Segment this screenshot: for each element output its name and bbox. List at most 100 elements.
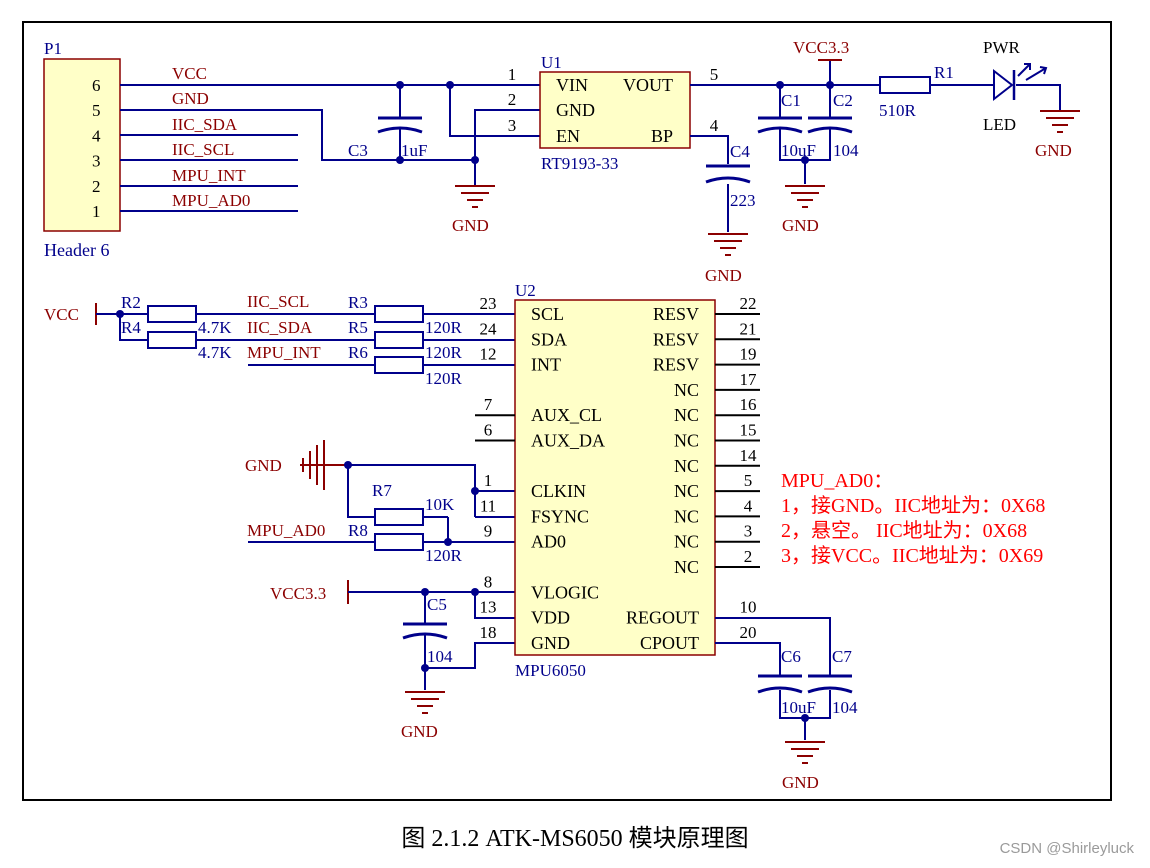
u2-pin-number: 9	[484, 522, 493, 541]
u2-pin-number: 6	[484, 421, 493, 440]
u2-pin-number: 23	[480, 294, 497, 313]
pullup-junction	[116, 310, 124, 318]
c1c2-gnd-symbol: GND	[782, 185, 825, 235]
led-pwr: PWR LED	[983, 38, 1048, 134]
c6c7-gnd-label: GND	[782, 773, 819, 792]
r7-ref: R7	[372, 481, 392, 500]
u2-value: MPU6050	[515, 661, 586, 680]
c1-value: 10uF	[781, 141, 816, 160]
r8-ref: R8	[348, 521, 368, 540]
u2-pin-number: 7	[484, 395, 493, 414]
u2-pin-name: CLKIN	[531, 481, 586, 501]
gnd-left-label: GND	[245, 456, 282, 475]
u2-pin-number: 3	[744, 522, 753, 541]
u2-pin-number: 17	[740, 370, 758, 389]
power-wires	[348, 591, 515, 690]
u1-gnd-symbol: GND	[452, 185, 495, 235]
r6-resistor: R6 120R	[348, 343, 463, 388]
u2-pin-number: 1	[484, 471, 493, 490]
p1-pin-number: 2	[92, 177, 101, 196]
u2-pin-name: VLOGIC	[531, 582, 599, 602]
u2-pin-number: 16	[740, 395, 757, 414]
c1-ref: C1	[781, 91, 801, 110]
u2-pin-name: NC	[674, 506, 699, 526]
u2-pin-name: NC	[674, 456, 699, 476]
u1-output-wires	[690, 60, 1061, 232]
r1-ref: R1	[934, 63, 954, 82]
clk-wires	[248, 464, 515, 543]
r4-resistor: R4 4.7K	[121, 318, 232, 362]
regout-junction	[801, 714, 809, 722]
u1-pin-number: 1	[508, 65, 517, 84]
u2-pin-number: 5	[744, 471, 753, 490]
u2-pin-name: GND	[531, 633, 570, 653]
u1-junctions	[396, 81, 479, 164]
c4-ref: C4	[730, 142, 750, 161]
r8-resistor: R8 120R	[348, 521, 463, 565]
c2-value: 104	[833, 141, 859, 160]
c2-capacitor: C2 104	[807, 91, 859, 160]
r3-ref: R3	[348, 293, 368, 312]
schematic-border	[22, 21, 1112, 801]
led-gnd-label: GND	[1035, 141, 1072, 160]
note-line-2: 2，悬空。 IIC地址为：0X68	[781, 519, 1027, 542]
r7-resistor: R7 10K	[372, 481, 455, 526]
u2-pin-name: FSYNC	[531, 506, 589, 526]
note-line-1: 1，接GND。IIC地址为：0X68	[781, 494, 1045, 517]
vcc33-top-label: VCC3.3	[793, 38, 849, 57]
p1-pin-number: 3	[92, 152, 101, 171]
r4-ref: R4	[121, 318, 141, 337]
led-ref: PWR	[983, 38, 1021, 57]
p1-name: Header 6	[44, 240, 109, 260]
c1-capacitor: C1 10uF	[757, 91, 816, 160]
u2-pin-number: 12	[480, 345, 497, 364]
u1-output-junctions	[776, 81, 834, 164]
c5-capacitor: C5 104	[402, 595, 453, 666]
u2-pin-number: 18	[480, 623, 497, 642]
r3-resistor: R3 120R	[348, 293, 463, 337]
note-line-3: 3，接VCC。IIC地址为：0X69	[781, 544, 1043, 567]
net-label-iic-sda-u2: IIC_SDA	[247, 318, 313, 337]
p1-body	[43, 58, 121, 232]
u2-pin-number: 14	[740, 446, 758, 465]
r5-resistor: R5 120R	[348, 318, 463, 362]
c5-ref: C5	[427, 595, 447, 614]
u2-pin-number: 13	[480, 598, 497, 617]
c4-gnd-label: GND	[705, 266, 742, 285]
u2-pin-name: REGOUT	[626, 608, 699, 628]
u1-pin-number: 3	[508, 116, 517, 135]
c2-ref: C2	[833, 91, 853, 110]
r7-value: 10K	[425, 495, 455, 514]
r5-ref: R5	[348, 318, 368, 337]
u2-pin-name: CPOUT	[640, 633, 699, 653]
u1-pin-name: VOUT	[623, 75, 673, 95]
c6-value: 10uF	[781, 698, 816, 717]
u1-value: RT9193-33	[541, 154, 618, 173]
c7-value: 104	[832, 698, 858, 717]
c6c7-gnd-symbol: GND	[782, 741, 825, 792]
regout-wires	[715, 617, 831, 740]
u1-pin-number: 2	[508, 90, 517, 109]
u2-pin-number: 8	[484, 572, 493, 591]
r6-ref: R6	[348, 343, 368, 362]
net-label-mpu-ad0: MPU_AD0	[172, 191, 250, 210]
c6-capacitor: C6 10uF	[757, 647, 816, 717]
u1-pin-name: EN	[556, 126, 580, 146]
u2-pin-name: NC	[674, 380, 699, 400]
p1-pin-number: 5	[92, 101, 101, 120]
c1c2-gnd-label: GND	[782, 216, 819, 235]
u2-pin-number: 4	[744, 496, 753, 515]
net-label-mpu-int-u2: MPU_INT	[247, 343, 321, 362]
power-junctions	[421, 588, 479, 672]
vcc33-top-symbol: VCC3.3	[793, 38, 849, 61]
u2-pin-name: AUX_DA	[531, 431, 605, 451]
u2-pin-name: VDD	[531, 608, 570, 628]
led-gnd-symbol: GND	[1035, 110, 1080, 160]
p1-pin-number: 4	[92, 126, 101, 145]
u1-gnd-wires	[400, 85, 540, 185]
led-value: LED	[983, 115, 1016, 134]
c7-ref: C7	[832, 647, 852, 666]
c3-capacitor: C3 1uF	[348, 85, 427, 160]
vcc33-left-symbol: VCC3.3	[270, 580, 349, 604]
